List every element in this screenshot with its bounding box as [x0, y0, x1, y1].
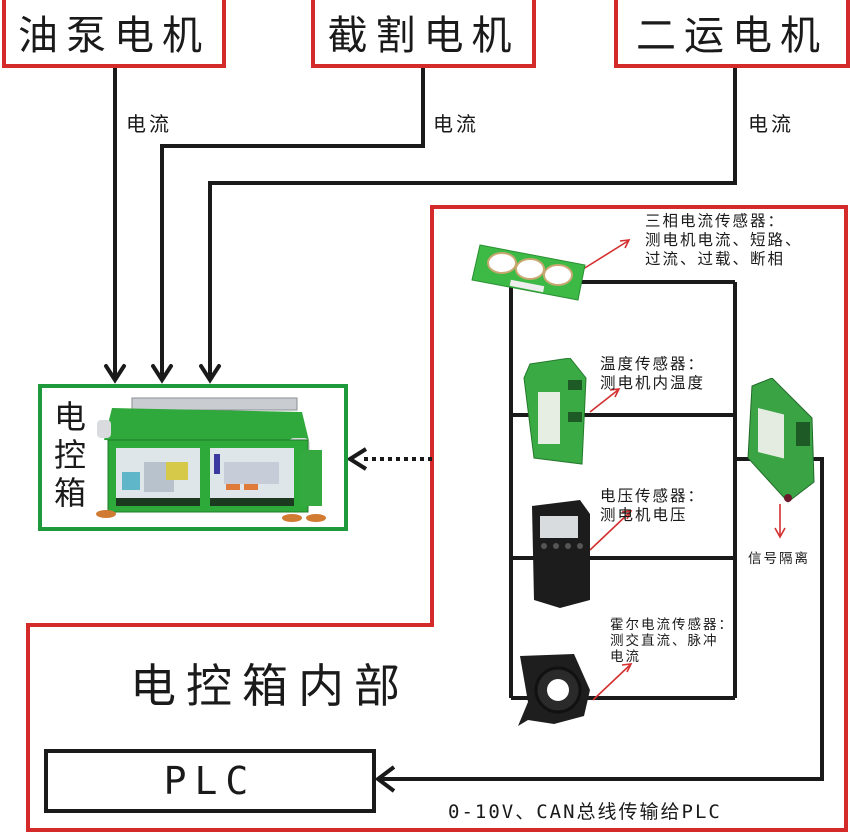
- sensor-desc-line: 测电机电流、短路、: [645, 231, 803, 249]
- plc-arrowhead: [374, 765, 396, 793]
- arrow-head: [199, 364, 221, 384]
- sensor-desc-line: 测电机内温度: [600, 374, 706, 392]
- motor-conveyor-label: 二运电机: [636, 13, 828, 59]
- signal-isolator-image: [747, 378, 815, 503]
- hall-current-sensor-note: 霍尔电流传感器： 测交直流、脉冲 电流: [610, 617, 734, 665]
- sensor-desc-line: 测电机电压: [600, 506, 688, 524]
- three-phase-current-sensor-image: [471, 244, 586, 301]
- sensor-desc-line: 过流、过载、断相: [645, 250, 786, 268]
- signal-isolator-label: 信号隔离: [748, 551, 810, 567]
- wire-cutting: [160, 68, 425, 378]
- motor-current-lines: [113, 68, 737, 378]
- pointer-arrows: [579, 239, 786, 701]
- sensor-desc-line: 测交直流、脉冲: [610, 633, 719, 649]
- motor-oil-pump: 油泵电机: [2, 0, 226, 68]
- temperature-sensor-image: [523, 358, 587, 465]
- signal-label-cutting: 电流: [433, 112, 479, 136]
- plc-box: PLC: [44, 749, 376, 813]
- motor-oil-pump-label: 油泵电机: [18, 13, 210, 59]
- signal-label-conveyor: 电流: [748, 112, 794, 136]
- plc-label: PLC: [163, 759, 257, 803]
- sensor-title: 电压传感器：: [600, 487, 706, 505]
- three-phase-current-sensor-note: 三相电流传感器： 测电机电流、短路、 过流、过载、断相: [645, 212, 803, 269]
- motor-cutting-label: 截割电机: [327, 13, 520, 59]
- control-cabinet-label: 电控箱: [53, 398, 86, 512]
- voltage-sensor-note: 电压传感器： 测电机电压: [600, 487, 705, 525]
- signal-label-oil-pump: 电流: [126, 112, 172, 136]
- voltage-sensor-image: [532, 500, 590, 608]
- interior-title: 电控箱内部: [130, 659, 410, 713]
- arrow-head: [104, 364, 126, 384]
- interior-region-border: [26, 205, 848, 832]
- wire-conveyor: [208, 68, 737, 378]
- arrow-head: [151, 364, 173, 384]
- bus-transmission-label: 0-10V、CAN总线传输给PLC: [448, 801, 722, 823]
- sensor-desc-line: 电流: [610, 649, 641, 665]
- motor-conveyor: 二运电机: [614, 0, 850, 68]
- sensor-title: 三相电流传感器：: [645, 212, 786, 230]
- sensor-title: 温度传感器：: [600, 355, 706, 373]
- cabinet-input-arrows: [104, 364, 221, 384]
- dotted-link-arrowhead: [346, 447, 368, 471]
- motor-cutting: 截割电机: [311, 0, 536, 68]
- hall-current-sensor-image: [518, 654, 590, 726]
- sensor-title: 霍尔电流传感器：: [610, 617, 734, 633]
- control-cabinet-illustration: [96, 397, 326, 522]
- temperature-sensor-note: 温度传感器： 测电机内温度: [600, 355, 705, 393]
